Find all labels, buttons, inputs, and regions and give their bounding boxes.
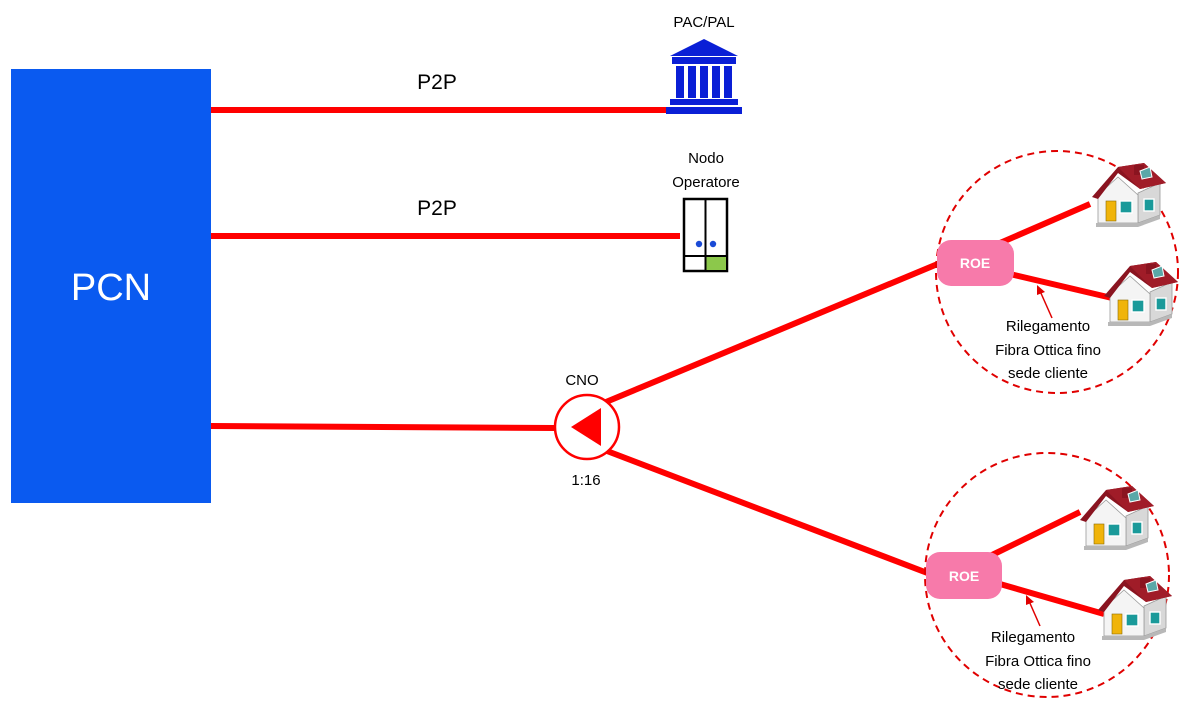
- operator-cabinet-icon: [682, 197, 729, 273]
- government-building-icon: [666, 39, 742, 114]
- distribution-cable-bottom: [605, 448, 932, 577]
- pcn-block: PCN: [11, 69, 211, 503]
- cluster-boundary: [924, 452, 1170, 698]
- cno-label: CNO: [565, 372, 598, 389]
- cluster-boundary: [935, 150, 1179, 394]
- annotation-arrow: [1039, 290, 1053, 319]
- drop-cable: [1009, 271, 1113, 301]
- roe-label: ROE: [949, 568, 979, 584]
- note-line-3: sede cliente: [1008, 365, 1088, 382]
- drop-cable: [998, 201, 1092, 246]
- house-icon: [1079, 485, 1155, 551]
- roe-box: [926, 552, 1002, 599]
- note-line-2: Fibra Ottica fino: [985, 653, 1091, 670]
- pac-pal-label: PAC/PAL: [673, 14, 734, 31]
- drop-cable: [999, 581, 1105, 617]
- distribution-cable-top: [604, 260, 942, 405]
- nodo-label: Nodo: [688, 150, 724, 167]
- pcn-label: PCN: [71, 267, 151, 309]
- splitter-icon: [553, 393, 621, 461]
- note-line-1: Rilegamento: [991, 629, 1075, 646]
- house-icon: [1103, 261, 1179, 327]
- customer-cluster-bottom: ROE Rilegamento Fibra Ottica fino sede c…: [924, 452, 1173, 698]
- note-line-1: Rilegamento: [1006, 318, 1090, 335]
- note-line-2: Fibra Ottica fino: [995, 342, 1101, 359]
- annotation-arrow: [1028, 600, 1041, 627]
- cno-ratio: 1:16: [571, 472, 600, 489]
- roe-box: [937, 240, 1014, 286]
- p2p-label-bottom: P2P: [417, 197, 457, 220]
- feeder-cable: [210, 423, 556, 431]
- p2p-label-top: P2P: [417, 71, 457, 94]
- house-icon: [1097, 575, 1173, 641]
- operatore-label: Operatore: [672, 174, 740, 191]
- customer-cluster-top: ROE Rilegamento Fibra Ottica fino sede c…: [935, 150, 1179, 394]
- roe-label: ROE: [960, 255, 990, 271]
- note-line-3: sede cliente: [998, 676, 1078, 693]
- drop-cable: [988, 509, 1082, 559]
- house-icon: [1091, 162, 1167, 228]
